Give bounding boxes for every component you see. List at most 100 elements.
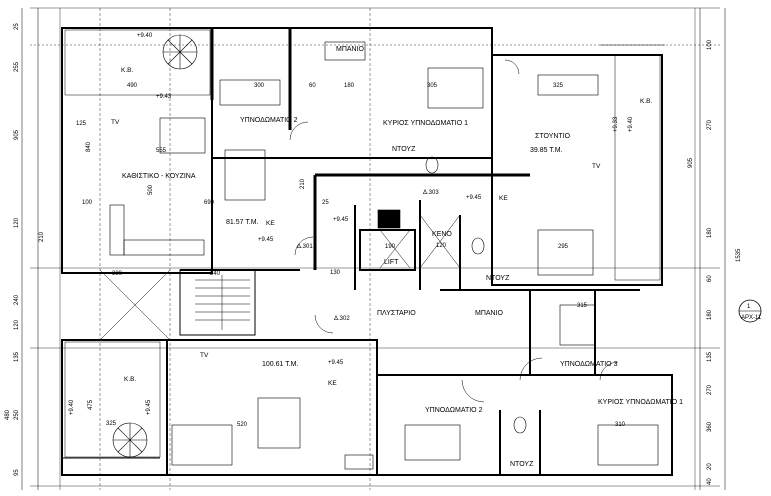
- level-945-hall: +9.45: [333, 217, 349, 223]
- svg-text:250: 250: [14, 409, 20, 420]
- room-label-bathroom-center: ΜΠΑΝΙΟ: [475, 310, 504, 317]
- dim-315: 315: [577, 303, 588, 309]
- marker-tv-bottom: TV: [200, 352, 209, 359]
- room-label-void: ΚΕΝΟ: [432, 231, 452, 238]
- dim-305: 305: [427, 83, 438, 89]
- room-label-laundry: ΠΛΥΣΤΑΡΙΟ: [377, 310, 416, 317]
- level-933: +9.33: [613, 116, 619, 132]
- spiral-stair-bottom: [112, 422, 148, 458]
- sofa-bottom: [171, 424, 233, 466]
- dim-325-bottom: 325: [106, 421, 117, 427]
- section-marker: 1 APX-11: [738, 299, 762, 323]
- level-945-bottom: +9.45: [328, 360, 344, 366]
- dim-295: 295: [558, 244, 569, 250]
- marker-kb-bottom: Κ.Β.: [124, 376, 136, 383]
- dim-840: 840: [86, 141, 92, 152]
- dim-500: 500: [148, 184, 154, 195]
- wc-bottom: [513, 416, 527, 434]
- furniture: [109, 41, 659, 470]
- svg-text:270: 270: [707, 119, 713, 130]
- bathtub-top: [324, 41, 366, 61]
- room-label-studio: ΣΤΟΥΝΤΙΟ: [535, 133, 571, 140]
- dim-240: 240: [210, 271, 221, 277]
- level-945-balcony: +9.45: [146, 399, 152, 415]
- level-945-center: +9.45: [466, 195, 482, 201]
- dim-300: 300: [254, 83, 265, 89]
- bed-studio: [537, 229, 594, 276]
- svg-text:120: 120: [14, 217, 20, 228]
- dim-60: 60: [309, 83, 316, 89]
- level-940-studio: +9.40: [628, 116, 634, 132]
- dim-25: 25: [322, 200, 329, 206]
- svg-text:95: 95: [14, 469, 20, 476]
- dim-490: 490: [127, 83, 138, 89]
- dim-130: 130: [330, 270, 341, 276]
- level-940-top: +9.40: [137, 33, 153, 39]
- room-label-master-bottom: ΚΥΡΙΟΣ ΥΠΝΟΔΩΜΑΤΙΟ 1: [598, 399, 683, 406]
- dim-690: 690: [204, 200, 215, 206]
- dim-125: 125: [76, 121, 87, 127]
- dim-180: 180: [344, 83, 355, 89]
- room-label-shower-top: ΝΤΟΥΖ: [392, 146, 416, 153]
- kitchen-counter-bottom: [123, 239, 205, 256]
- svg-text:210: 210: [39, 231, 45, 242]
- door-d302: Δ.302: [334, 316, 350, 322]
- marker-kb-studio: Κ.Β.: [640, 98, 652, 105]
- bed-2-bottom: [404, 424, 461, 461]
- svg-text:480: 480: [5, 409, 11, 420]
- dim-120: 120: [436, 243, 447, 249]
- kitchen-counter: [109, 204, 125, 256]
- level-945-kitchen: +9.45: [258, 237, 274, 243]
- left-dimension-chain: 25 255 905 120 210 270 240 120 135 250 4…: [5, 8, 45, 490]
- grid-lines: [30, 7, 720, 490]
- sink-bottom: [344, 454, 374, 470]
- svg-text:360: 360: [707, 421, 713, 432]
- svg-text:255: 255: [14, 61, 20, 72]
- room-label-master-top-line: ΚΥΡΙΟΣ ΥΠΝΟΔΩΜΑΤΙΟ 1: [383, 120, 468, 127]
- marker-tv-studio: TV: [592, 163, 601, 170]
- room-label-kitchen: ΚΑΘΙΣΤΙΚΟ - ΚΟΥΖΙΝΑ: [122, 173, 196, 180]
- bed-master-bottom: [597, 424, 659, 466]
- dim-555: 555: [156, 148, 167, 154]
- svg-text:270: 270: [707, 384, 713, 395]
- svg-text:25: 25: [14, 23, 20, 30]
- dim-475: 475: [88, 399, 94, 410]
- dim-100: 100: [82, 200, 93, 206]
- svg-text:1535: 1535: [736, 248, 742, 262]
- area-apartment-b: 100.61 Τ.Μ.: [262, 361, 299, 368]
- marker-kb-top: Κ.Β.: [121, 67, 133, 74]
- spiral-stair-top: [162, 34, 198, 70]
- balcony-outlines: [64, 29, 661, 458]
- room-label-bedroom-2-top: ΥΠΝΟΔΩΜΑΤΙΟ 2: [240, 117, 298, 124]
- room-label-bedroom-3: ΥΠΝΟΔΩΜΑΤΙΟ 3: [560, 361, 618, 368]
- room-label-shower-bottom: ΝΤΟΥΖ: [510, 461, 534, 468]
- room-label-lift: LIFT: [384, 259, 399, 266]
- dim-190: 190: [385, 244, 396, 250]
- dim-210: 210: [300, 178, 306, 189]
- level-943: +9.43: [156, 94, 172, 100]
- room-label-bathroom-top: ΜΠΑΝΙΟ: [336, 46, 365, 53]
- main-staircase: [195, 275, 250, 330]
- room-label-bedroom-2-bottom: ΥΠΝΟΔΩΜΑΤΙΟ 2: [425, 407, 483, 414]
- svg-text:40: 40: [707, 478, 713, 485]
- marker-ke-kitchen: ΚΕ: [266, 220, 275, 227]
- room-label-shower-center: ΝΤΟΥΖ: [486, 275, 510, 282]
- right-dimension-chain: 100 270 905 180 60 180 135 270 360 20 40…: [688, 8, 742, 490]
- svg-text:135: 135: [707, 351, 713, 362]
- wc-top: [425, 156, 439, 174]
- svg-text:180: 180: [707, 309, 713, 320]
- section-number: 1: [747, 304, 751, 310]
- dining-table-bottom: [257, 397, 301, 449]
- dim-310: 310: [615, 422, 626, 428]
- bed-master-top: [427, 67, 484, 109]
- svg-text:100: 100: [707, 39, 713, 50]
- bed-top-left: [219, 79, 281, 106]
- dim-325: 325: [553, 83, 564, 89]
- inner-dimensions: 490 300 60 180 305 325 125 555 840 500 6…: [76, 83, 626, 428]
- walls: [61, 27, 673, 476]
- door-d301: Δ.301: [297, 244, 313, 250]
- svg-text:20: 20: [707, 463, 713, 470]
- area-apartment-a: 81.57 Τ.Μ.: [226, 219, 259, 226]
- bed-3: [559, 304, 596, 346]
